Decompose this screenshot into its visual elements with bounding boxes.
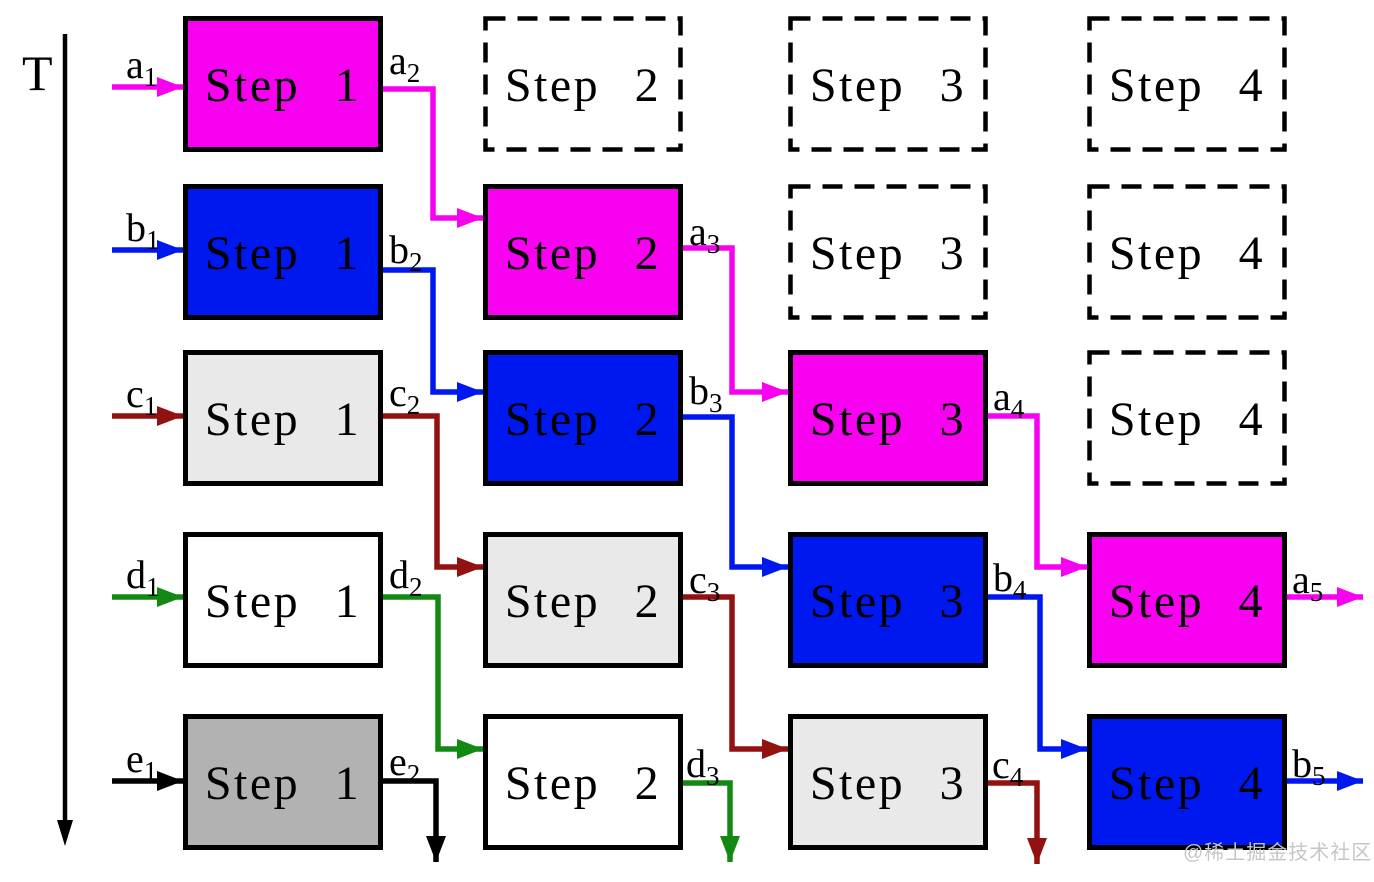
arrow-c3 bbox=[683, 594, 788, 752]
arrow-a4 bbox=[988, 413, 1087, 570]
io-label-a4: a4 bbox=[993, 374, 1025, 424]
step-box-row4-col4-active bbox=[1087, 532, 1287, 668]
step-box-label-row1-col1: Step 1 bbox=[205, 59, 361, 112]
arrowhead-b1 bbox=[157, 240, 183, 260]
io-label-a5: a5 bbox=[1292, 557, 1323, 607]
step-box-label-row3-col3: Step 3 bbox=[810, 393, 966, 446]
step-box-row4-col2-active bbox=[483, 532, 683, 668]
arrow-c4 bbox=[988, 780, 1040, 864]
step-box-row3-col4-pending bbox=[1087, 350, 1287, 486]
step-box-label-row5-col2: Step 2 bbox=[505, 757, 661, 810]
step-box-label-row4-col3: Step 3 bbox=[810, 575, 966, 628]
step-box-label-row2-col4: Step 4 bbox=[1109, 227, 1265, 280]
step-box-row5-col4-active bbox=[1087, 714, 1287, 850]
step-box-label-row4-col1: Step 1 bbox=[205, 575, 361, 628]
arrow-b3 bbox=[683, 414, 788, 570]
step-box-row1-col1-active bbox=[183, 16, 383, 152]
io-label-b2: b2 bbox=[389, 227, 423, 277]
time-axis-label: T bbox=[22, 45, 53, 101]
io-label-b4: b4 bbox=[993, 555, 1027, 605]
io-label-e2: e2 bbox=[389, 739, 420, 789]
time-axis-arrowhead bbox=[57, 820, 73, 846]
arrow-b4 bbox=[988, 594, 1087, 752]
step-box-label-row4-col4: Step 4 bbox=[1109, 575, 1265, 628]
step-box-row5-col3-active bbox=[788, 714, 988, 850]
arrowhead-a3 bbox=[762, 382, 788, 402]
io-label-c4: c4 bbox=[992, 742, 1024, 792]
step-box-row3-col2-active bbox=[483, 350, 683, 486]
arrowhead-a5 bbox=[1337, 587, 1363, 607]
arrow-c2 bbox=[383, 413, 483, 570]
step-box-row1-col2-pending bbox=[483, 16, 683, 152]
step-box-label-row5-col3: Step 3 bbox=[810, 757, 966, 810]
io-label-a1: a1 bbox=[126, 42, 157, 92]
io-label-a2: a2 bbox=[389, 38, 420, 88]
arrowhead-b3 bbox=[762, 557, 788, 577]
step-box-row2-col4-pending bbox=[1087, 184, 1287, 320]
io-label-b3: b3 bbox=[689, 368, 723, 418]
arrowhead-c3 bbox=[762, 739, 788, 759]
arrowhead-d1 bbox=[157, 587, 183, 607]
step-box-row5-col2-active bbox=[483, 714, 683, 850]
arrowhead-a2 bbox=[457, 208, 483, 228]
arrow-e2 bbox=[383, 778, 439, 862]
arrowhead-c2 bbox=[457, 557, 483, 577]
io-label-e1: e1 bbox=[126, 736, 157, 786]
step-box-label-row3-col4: Step 4 bbox=[1109, 393, 1265, 446]
step-box-label-row3-col2: Step 2 bbox=[505, 393, 661, 446]
step-box-label-row3-col1: Step 1 bbox=[205, 393, 361, 446]
step-box-row2-col3-pending bbox=[788, 184, 988, 320]
io-label-a3: a3 bbox=[689, 209, 720, 259]
io-label-b1: b1 bbox=[126, 205, 160, 255]
step-box-row4-col3-active bbox=[788, 532, 988, 668]
io-label-d1: d1 bbox=[126, 552, 160, 602]
watermark: @稀土掘金技术社区 bbox=[1183, 842, 1373, 864]
arrowhead-c4 bbox=[1027, 838, 1047, 864]
step-box-row2-col1-active bbox=[183, 184, 383, 320]
arrow-d2 bbox=[383, 594, 483, 752]
step-box-label-row1-col4: Step 4 bbox=[1109, 59, 1265, 112]
io-label-c1: c1 bbox=[126, 371, 157, 421]
step-box-label-row2-col3: Step 3 bbox=[810, 227, 966, 280]
step-box-label-row4-col2: Step 2 bbox=[505, 575, 661, 628]
step-box-row5-col1-active bbox=[183, 714, 383, 850]
arrow-d3 bbox=[683, 780, 733, 862]
arrowhead-a1 bbox=[157, 77, 183, 97]
arrowhead-a4 bbox=[1061, 557, 1087, 577]
arrowhead-e2 bbox=[426, 836, 446, 862]
arrow-a3 bbox=[683, 245, 788, 395]
step-box-row4-col1-active bbox=[183, 532, 383, 668]
io-label-d2: d2 bbox=[389, 552, 423, 602]
step-box-label-row2-col1: Step 1 bbox=[205, 227, 361, 280]
step-box-label-row2-col2: Step 2 bbox=[505, 227, 661, 280]
step-box-row1-col3-pending bbox=[788, 16, 988, 152]
step-box-label-row1-col3: Step 3 bbox=[810, 59, 966, 112]
io-label-b5: b5 bbox=[1292, 741, 1326, 791]
arrowhead-b2 bbox=[457, 382, 483, 402]
step-box-row3-col1-active bbox=[183, 350, 383, 486]
step-box-label-row5-col1: Step 1 bbox=[205, 757, 361, 810]
arrowhead-d2 bbox=[457, 739, 483, 759]
arrow-a2 bbox=[383, 86, 483, 221]
io-label-c3: c3 bbox=[689, 557, 720, 607]
arrowhead-b5 bbox=[1337, 771, 1363, 791]
io-label-d3: d3 bbox=[686, 741, 720, 791]
arrowhead-d3 bbox=[720, 836, 740, 862]
arrowhead-b4 bbox=[1061, 739, 1087, 759]
step-box-row1-col4-pending bbox=[1087, 16, 1287, 152]
step-box-label-row1-col2: Step 2 bbox=[505, 59, 661, 112]
arrowhead-c1 bbox=[157, 406, 183, 426]
step-box-label-row5-col4: Step 4 bbox=[1109, 757, 1265, 810]
step-box-row3-col3-active bbox=[788, 350, 988, 486]
arrowhead-e1 bbox=[157, 771, 183, 791]
step-box-row2-col2-active bbox=[483, 184, 683, 320]
io-label-c2: c2 bbox=[389, 370, 420, 420]
